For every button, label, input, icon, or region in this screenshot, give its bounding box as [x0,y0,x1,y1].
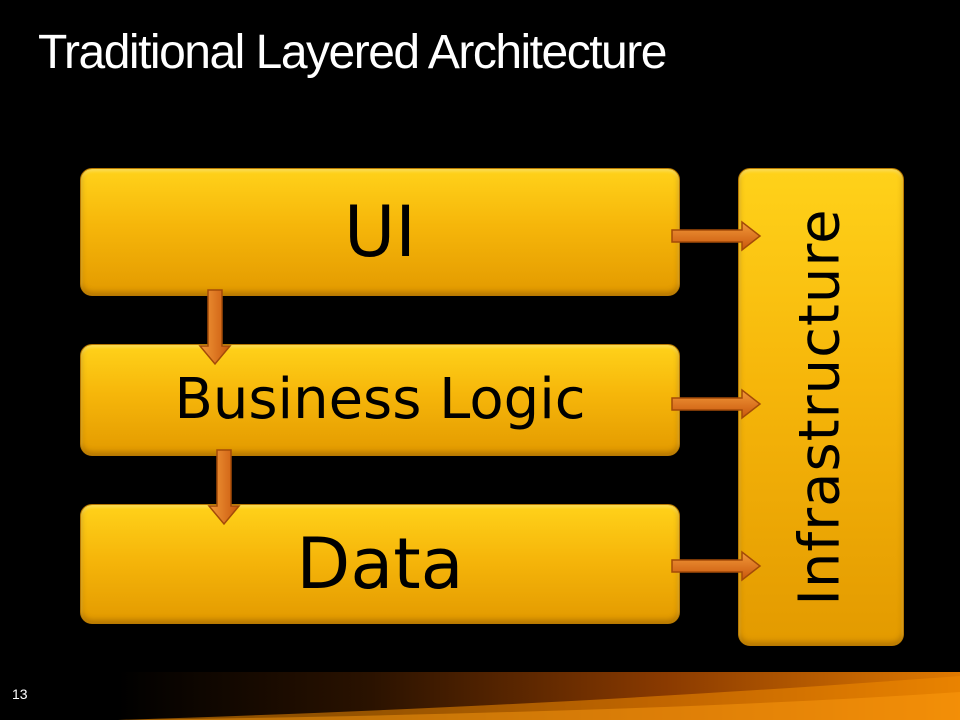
infrastructure-layer-label: Infrastructure [788,208,854,606]
slide-title: Traditional Layered Architecture [38,26,667,79]
infrastructure-layer-box: Infrastructure [738,168,904,646]
data-layer-label: Data [296,523,464,605]
business-logic-layer-label: Business Logic [174,367,586,432]
ui-layer-box: UI [80,168,680,296]
ui-layer-label: UI [344,191,416,273]
business-logic-layer-box: Business Logic [80,344,680,456]
data-layer-box: Data [80,504,680,624]
page-number: 13 [12,686,28,702]
footer-wave-decoration [118,676,960,720]
